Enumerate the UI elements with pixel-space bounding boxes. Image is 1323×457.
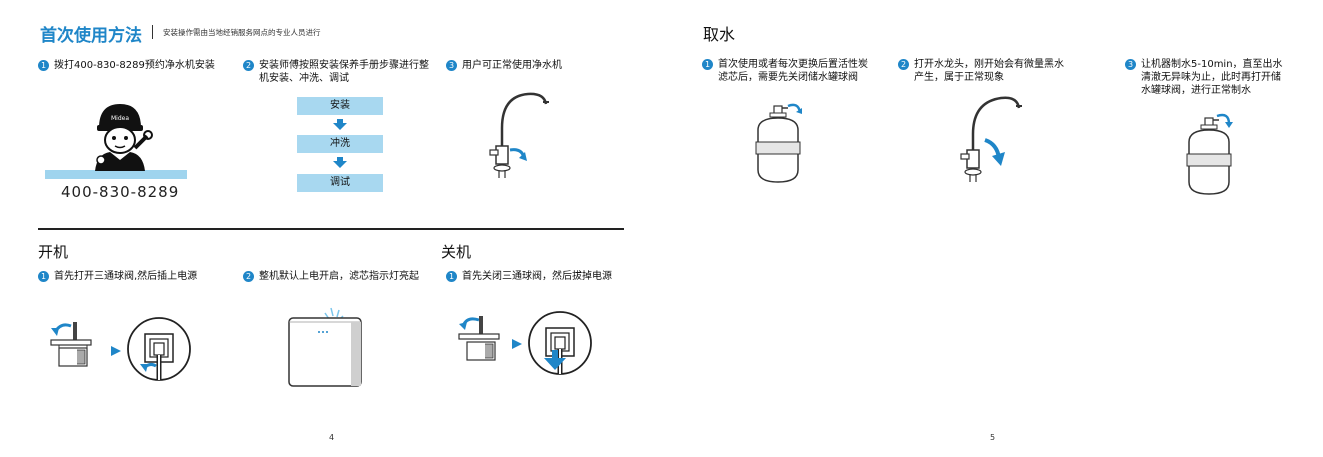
power-socket-unplug-icon — [528, 311, 592, 375]
water-purifier-icon — [288, 307, 362, 387]
fetch-step-2: 2 打开水龙头，刚开始会有微量黑水产生，属于正常现象 — [898, 58, 1073, 84]
first-use-step-3: 3 用户可正常使用净水机 — [446, 59, 616, 72]
right-arrow-icon — [512, 339, 522, 349]
section-title-fetch-water: 取水 — [703, 25, 736, 44]
step-number-badge: 1 — [446, 271, 457, 282]
step-text: 让机器制水5-10min，直至出水清澈无异味为止，此时再打开储水罐球阀，进行正常… — [1141, 59, 1283, 96]
section-divider — [38, 228, 624, 230]
step-number-badge: 2 — [243, 271, 254, 282]
step-text: 首次使用或者每次更换后置活性炭滤芯后，需要先关闭储水罐球阀 — [718, 59, 868, 83]
step-number-badge: 3 — [1125, 59, 1136, 70]
step-text: 首先打开三通球阀,然后插上电源 — [54, 271, 198, 282]
down-arrow-icon — [333, 157, 347, 168]
step-text: 首先关闭三通球阀，然后拔掉电源 — [462, 271, 612, 282]
title-divider — [152, 25, 153, 39]
page-title: 首次使用方法 — [40, 26, 142, 46]
right-arrow-icon — [111, 346, 121, 356]
step-number-badge: 1 — [702, 59, 713, 70]
first-use-step-2: 2 安装师傅按照安装保养手册步骤进行整机安装、冲洗、调试 — [243, 59, 433, 85]
step-text: 用户可正常使用净水机 — [462, 60, 562, 71]
step-text: 拨打400-830-8289预约净水机安装 — [54, 60, 215, 71]
step-number-badge: 1 — [38, 60, 49, 71]
technician-icon: Midea — [95, 104, 153, 171]
power-off-step-1: 1 首先关闭三通球阀，然后拔掉电源 — [446, 270, 621, 283]
step-number-badge: 3 — [446, 60, 457, 71]
power-on-title: 开机 — [38, 243, 69, 261]
power-off-title: 关机 — [441, 243, 472, 261]
water-tank-icon — [755, 103, 802, 183]
three-way-valve-closed-icon — [458, 316, 500, 361]
first-use-step-1: 1 拨打400-830-8289预约净水机安装 — [38, 59, 223, 72]
step-number-badge: 1 — [38, 271, 49, 282]
water-tank-valve-open-icon — [1186, 113, 1233, 195]
down-arrow-icon — [333, 119, 347, 130]
page-number: 4 — [329, 433, 335, 442]
page-number: 5 — [990, 433, 996, 442]
power-on-step-1: 1 首先打开三通球阀,然后插上电源 — [38, 270, 238, 283]
step-text: 安装师傅按照安装保养手册步骤进行整机安装、冲洗、调试 — [259, 60, 429, 84]
service-phone: 400-830-8289 — [61, 183, 180, 201]
step-text: 打开水龙头，刚开始会有微量黑水产生，属于正常现象 — [914, 59, 1064, 83]
step-number-badge: 2 — [898, 59, 909, 70]
fetch-step-1: 1 首次使用或者每次更换后置活性炭滤芯后，需要先关闭储水罐球阀 — [702, 58, 877, 84]
phone-band — [45, 170, 187, 179]
flow-step-debug: 调试 — [297, 174, 383, 192]
fetch-step-3: 3 让机器制水5-10min，直至出水清澈无异味为止，此时再打开储水罐球阀，进行… — [1125, 58, 1290, 97]
faucet-open-icon — [960, 96, 1022, 182]
faucet-icon — [489, 92, 549, 178]
power-socket-plug-in-icon — [127, 317, 191, 381]
page-subtitle: 安装操作需由当地经销服务网点的专业人员进行 — [163, 28, 321, 37]
step-text: 整机默认上电开启，滤芯指示灯亮起 — [259, 271, 419, 282]
three-way-valve-icon — [50, 322, 92, 367]
power-on-step-2: 2 整机默认上电开启，滤芯指示灯亮起 — [243, 270, 428, 283]
cap-logo: Midea — [111, 115, 129, 122]
step-number-badge: 2 — [243, 60, 254, 71]
flow-step-install: 安装 — [297, 97, 383, 115]
flow-step-flush: 冲洗 — [297, 135, 383, 153]
